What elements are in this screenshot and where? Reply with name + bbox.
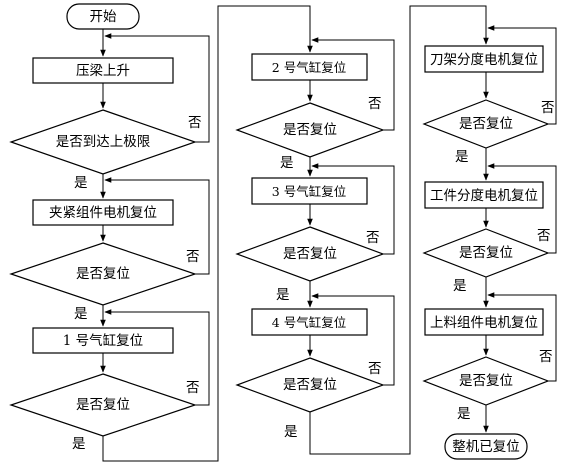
beam-yes-label: 是 [74,175,88,191]
cyl2-reset-box [251,53,368,81]
cyl3-yes-label: 是 [276,287,290,303]
cyl4-reset-box [251,308,368,336]
work-question: 是否复位 [459,244,513,261]
tool-no-label: 否 [541,100,555,116]
work-reset-box [424,181,544,209]
loop-beam-no [104,33,210,143]
clamp-reset-label: 夹紧组件电机复位 [49,204,157,221]
clamp-question: 是否复位 [76,265,130,282]
cyl1-reset-label: 1 号气缸复位 [63,332,143,349]
cyl4-yes-label: 是 [284,424,298,440]
beam-limit-question: 是否到达上极限 [56,134,151,150]
loop-cyl2-no [311,37,395,131]
load-yes-label: 是 [457,406,471,422]
load-reset-label: 上料组件电机复位 [430,314,538,331]
cyl1-yes-label: 是 [72,436,86,452]
cyl4-reset-label: 4 号气缸复位 [272,315,346,330]
cyl2-yes-label: 是 [280,155,294,171]
cyl3-reset-box [251,177,368,205]
loop-cyl4-no [311,293,395,386]
loop-load-no [487,292,557,382]
tool-reset-box [424,45,544,73]
cyl1-no-label: 否 [186,380,200,396]
load-reset-box [424,308,544,336]
clamp-no-label: 否 [186,249,200,265]
cyl4-question: 是否复位 [283,376,337,393]
clamp-yes-label: 是 [74,306,88,322]
tool-reset-label: 刀架分度电机复位 [430,51,538,68]
cyl2-reset-label: 2 号气缸复位 [272,60,346,75]
loop-cyl3-no [311,163,395,255]
loop-work-no [487,163,557,254]
cyl1-reset-box [32,327,174,354]
start-label: 开始 [90,9,117,25]
work-reset-label: 工件分度电机复位 [430,187,538,204]
connector-col1-to-col2 [102,5,313,462]
tool-yes-label: 是 [455,149,469,165]
cyl4-no-label: 否 [368,361,382,377]
cyl3-question: 是否复位 [283,245,337,262]
tool-question: 是否复位 [459,115,513,132]
work-yes-label: 是 [453,278,467,294]
beam-up-box [32,57,174,84]
loop-cyl1-no [104,309,210,406]
cyl1-question: 是否复位 [76,396,130,413]
work-no-label: 否 [537,228,551,244]
load-question: 是否复位 [459,372,513,389]
cyl2-question: 是否复位 [283,121,337,138]
end-label: 整机已复位 [452,438,520,455]
cyl3-no-label: 否 [366,230,380,246]
cyl2-no-label: 否 [368,96,382,112]
beam-up-label: 压梁上升 [76,63,130,79]
cyl3-reset-label: 3 号气缸复位 [272,184,346,199]
loop-clamp-no [104,177,210,275]
load-no-label: 否 [539,349,553,365]
connector-col2-to-col3 [309,5,489,455]
end-terminal [444,433,528,460]
beam-no-label: 否 [188,115,202,131]
loop-tool-no [487,25,557,125]
